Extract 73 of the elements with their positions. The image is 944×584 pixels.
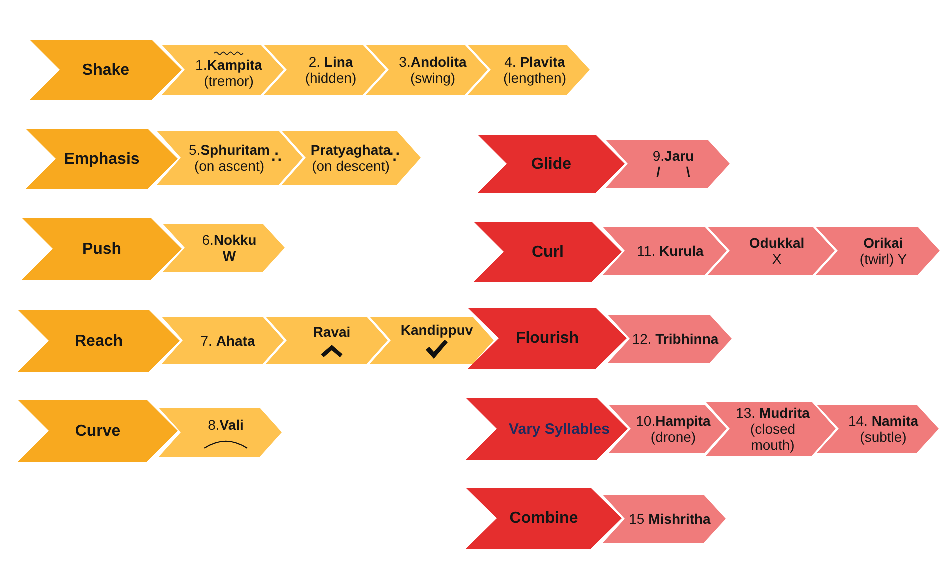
category-block xyxy=(466,488,622,549)
category-label: Emphasis xyxy=(64,150,140,168)
technique-name: Ravai xyxy=(313,324,351,340)
technique-block xyxy=(264,45,386,95)
technique-block xyxy=(266,317,388,364)
technique-name: 4. Plavita xyxy=(504,54,566,70)
technique-block xyxy=(603,495,726,543)
technique-name: 8.Vali xyxy=(208,416,244,432)
technique-name: 6.Nokku xyxy=(202,232,257,248)
notation-symbol: / \ xyxy=(656,164,690,180)
category-block xyxy=(466,398,628,460)
technique-block xyxy=(708,227,835,275)
technique-gloss: (drone) xyxy=(650,429,696,445)
category-block xyxy=(474,222,622,282)
category-block xyxy=(18,400,178,462)
technique-name: 11. Kurula xyxy=(637,243,704,259)
technique-block xyxy=(159,408,282,457)
technique-gloss: (subtle) xyxy=(860,429,907,445)
technique-name: 7. Ahata xyxy=(200,332,256,348)
notation-symbol: ∵ xyxy=(390,150,400,166)
category-block xyxy=(26,129,178,189)
category-label: Push xyxy=(82,240,122,258)
category-label: Vary Syllables xyxy=(509,420,610,438)
technique-name: 2. Lina xyxy=(308,54,354,70)
category-label: Reach xyxy=(74,332,124,350)
technique-name: 1.Kampita xyxy=(196,57,262,73)
technique-name: Orikai xyxy=(864,235,904,251)
technique-gloss: (hidden) xyxy=(305,70,357,86)
technique-block xyxy=(608,315,732,363)
technique-block xyxy=(163,224,285,272)
technique-name: 14. Namita xyxy=(848,413,919,429)
technique-block xyxy=(162,317,284,364)
technique-name: 9.Jaru xyxy=(652,148,694,164)
technique-block xyxy=(817,405,939,453)
category-label: Shake xyxy=(82,60,130,80)
category-label: Combine xyxy=(510,509,578,528)
technique-gloss: (swing) xyxy=(410,70,456,86)
technique-block xyxy=(603,227,727,275)
technique-name: Kandippuv xyxy=(400,322,474,338)
technique-block xyxy=(609,405,727,453)
technique-gloss: (closed mouth) xyxy=(749,421,797,453)
technique-block xyxy=(282,131,421,185)
category-label: Flourish xyxy=(516,329,580,348)
technique-block xyxy=(366,45,488,95)
technique-block xyxy=(162,45,284,95)
technique-block xyxy=(606,140,730,188)
technique-name: 10.Hampita xyxy=(636,413,711,429)
technique-block xyxy=(468,45,590,95)
category-block xyxy=(22,218,182,280)
category-label: Curl xyxy=(532,242,564,262)
notation-symbol: X xyxy=(772,251,782,267)
technique-name: Pratyaghata xyxy=(310,142,392,158)
technique-block xyxy=(157,131,303,185)
technique-gloss: (on descent) xyxy=(312,158,390,174)
technique-block xyxy=(370,317,494,364)
technique-name: 13. Mudrita xyxy=(736,405,810,421)
technique-gloss: (on ascent) xyxy=(194,158,265,174)
technique-name: Odukkal xyxy=(749,235,805,251)
notation-symbol: ∴ xyxy=(272,150,282,166)
technique-gloss: (lengthen) xyxy=(503,70,567,86)
technique-name: 12. Tribhinna xyxy=(632,331,719,347)
technique-name: 3.Andolita xyxy=(399,54,467,70)
technique-gloss: (tremor) xyxy=(204,73,254,89)
category-label: Curve xyxy=(75,422,121,440)
category-block xyxy=(478,135,625,193)
technique-gloss: (twirl) Y xyxy=(860,251,908,267)
technique-name: 15 Mishritha xyxy=(629,511,711,527)
technique-block xyxy=(816,227,940,275)
notation-symbol: W xyxy=(222,248,236,264)
technique-name: 5.Sphuritam xyxy=(189,142,270,158)
category-block xyxy=(30,40,182,100)
category-label: Glide xyxy=(531,154,572,174)
category-block xyxy=(18,310,180,372)
